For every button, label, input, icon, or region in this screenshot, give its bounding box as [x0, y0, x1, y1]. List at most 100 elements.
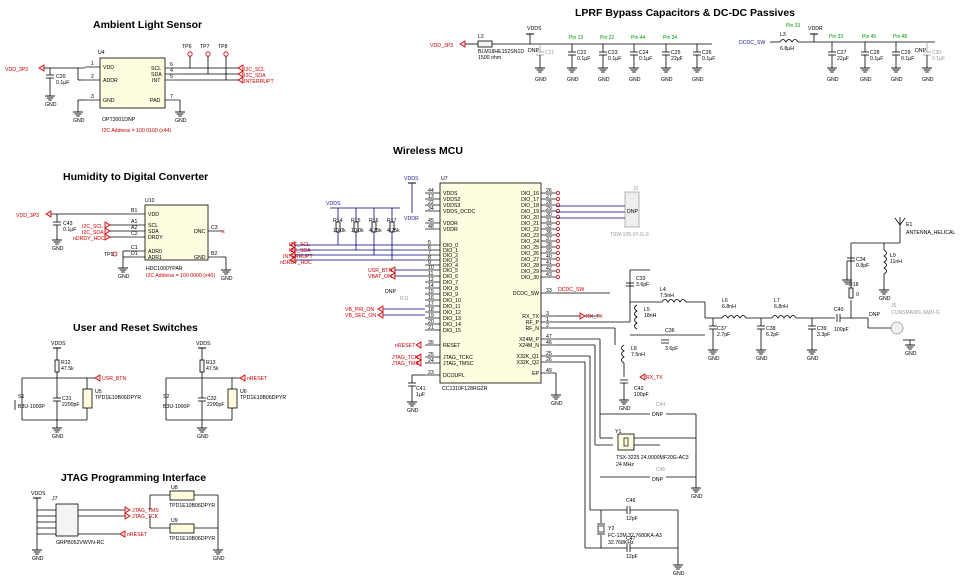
mcu-left-pin-num: 19	[428, 313, 434, 319]
u7-part: CC1310F128RGZR	[442, 386, 488, 392]
c34-val: 0.8pF	[856, 263, 869, 269]
mcu-left-pin-label: DIO_6	[443, 274, 458, 280]
mcu-right-pin-num: 29	[546, 206, 552, 212]
c20-ref: C20	[56, 74, 66, 80]
lprf-cap-pin: Pin 22	[600, 35, 614, 41]
r12-ref: R12	[61, 360, 71, 366]
mcu-left-pin-label: VDDR	[443, 227, 458, 233]
mcu-net-nreset: nRESET	[395, 343, 416, 349]
c20-val: 0.1µF	[56, 80, 69, 86]
humidity-block: U10 VDD SCL SDA DRDY ADR0 ADR1 B1 A1 A2 …	[16, 198, 233, 282]
c47-val: 12pF	[626, 554, 638, 560]
mcu-right-pin-num: 39	[546, 248, 552, 254]
title-jtag: JTAG Programming Interface	[61, 472, 206, 484]
mcu-left-pin-num: 8	[428, 255, 431, 261]
mcu-left-pin-num: 10	[428, 265, 434, 271]
l4-val: 7.5nH	[660, 293, 674, 299]
mcu-left-pin-num: 35	[428, 340, 434, 346]
u9-body	[169, 523, 195, 534]
gnd-label: GND	[673, 571, 685, 577]
mcu-right-pin-label: DIO_27	[521, 257, 539, 263]
gnd-label: GND	[807, 356, 819, 362]
s1-part: B3U-1000P	[18, 404, 45, 410]
test-point-icon	[556, 275, 560, 279]
dnp-label: DNP	[652, 412, 663, 418]
vdds-label: VDDS	[527, 26, 542, 32]
gnd-label: GND	[860, 77, 872, 83]
mcu-left-pin-label: DIO_15	[443, 328, 461, 334]
u4-pinnum-5: 5	[170, 74, 173, 80]
mcu-right-pin-num: 42	[546, 266, 552, 272]
gnd-label: GND	[619, 406, 631, 412]
mcu-left-pin-num: 17	[428, 301, 434, 307]
u10-pin-drdy: DRDY	[148, 235, 163, 241]
c41-val: 1µF	[416, 392, 425, 398]
c38-ref: C38	[766, 326, 776, 332]
l2-body	[477, 40, 493, 48]
l6-val: 6.8nH	[722, 304, 736, 310]
gnd-label: GND	[52, 434, 64, 440]
l3-val: 6.8µH	[780, 46, 794, 52]
gnd-label: GND	[45, 102, 57, 108]
mcu-right-pin-num: 33	[546, 288, 552, 294]
rf-net-rxtx-2: RX_TX	[646, 375, 663, 381]
u10-pinnum: C1	[131, 245, 138, 251]
gnd-label: GND	[535, 77, 547, 83]
j2-body	[624, 191, 640, 228]
u10-pin-adr1: ADR1	[148, 255, 162, 261]
lprf-cap-ref: C29	[901, 50, 911, 56]
u8-part: TPD1E10B06DPYR	[169, 503, 215, 509]
j5-ref: J5	[891, 303, 897, 309]
antenna-icon	[894, 217, 906, 226]
gnd-label: GND	[407, 408, 419, 414]
c36-val: 3.6pF	[665, 346, 678, 352]
j5-part: CONSMA001-SMD-G	[891, 310, 940, 316]
lprf-cap-pin: Pin 48	[893, 34, 907, 40]
mcu-right-pin-num: 32	[546, 224, 552, 230]
tp6: TP6	[182, 44, 192, 50]
j7-ref: J7	[52, 496, 58, 502]
lprf-cap-ref: C24	[639, 50, 649, 56]
lprf-cap-pin: Pin 13	[569, 35, 583, 41]
c45-ref: C45	[656, 467, 665, 473]
mcu-left-pin-num: 34	[428, 206, 434, 212]
c46-ref: C46	[626, 498, 636, 504]
r14-ref: R14	[333, 218, 343, 224]
lprf-cap-val: 0.1µF	[639, 56, 652, 62]
s1-ref: S1	[18, 394, 24, 400]
mcu-left-pin-label: VDDS3	[443, 203, 460, 209]
lprf-cap-val: 0.1µF	[608, 56, 621, 62]
mcu-net-usr-btn: USR_BTN	[368, 268, 392, 274]
gnd-label: GND	[922, 77, 934, 83]
e1-part: ANTENNA_HELICAL	[906, 230, 955, 236]
gnd-label: GND	[175, 118, 187, 124]
u4-pin-vdd: VDD	[103, 65, 114, 71]
mcu-left-pin-num: 25	[428, 352, 434, 358]
mcu-left-pin-label: DIO_4	[443, 263, 458, 269]
r17-val: 4.75k	[387, 228, 400, 234]
u4-pin-pad: PAD	[150, 98, 161, 104]
mcu-right-pin-label: DIO_30	[521, 275, 539, 281]
lprf-cap-ref: C27	[837, 50, 847, 56]
test-point-icon	[556, 245, 560, 249]
mcu-left-pin-num: 12	[428, 277, 434, 283]
mcu-left-pin-num: 21	[428, 325, 434, 331]
mcu-left-pins: VDDS44VDDS213VDDS322VDDS_DCDC34VDDR45VDD…	[425, 188, 476, 379]
mcu-right-pin-label: DIO_25	[521, 245, 539, 251]
tp9: TP9	[104, 252, 114, 258]
c43-ref: C43	[63, 221, 73, 227]
l7-val: 6.8nH	[774, 304, 788, 310]
wireless-mcu-block: U7 CC1310F128RGZR VDDS44VDDS213VDDS322VD…	[280, 176, 649, 414]
gnd-label: GND	[213, 556, 225, 562]
mcu-net-dcdc-sw: DCDC_SW	[558, 287, 584, 293]
gnd-label: GND	[221, 276, 233, 282]
c37-ref: C37	[717, 326, 727, 332]
mcu-left-pin-num: 44	[428, 188, 434, 194]
c31-val: 2200pF	[62, 402, 80, 408]
r16-val: 4.75k	[369, 228, 382, 234]
test-point-icon	[556, 233, 560, 237]
title-wireless-mcu: Wireless MCU	[393, 145, 463, 157]
mcu-left-pin-label: DIO_12	[443, 310, 461, 316]
